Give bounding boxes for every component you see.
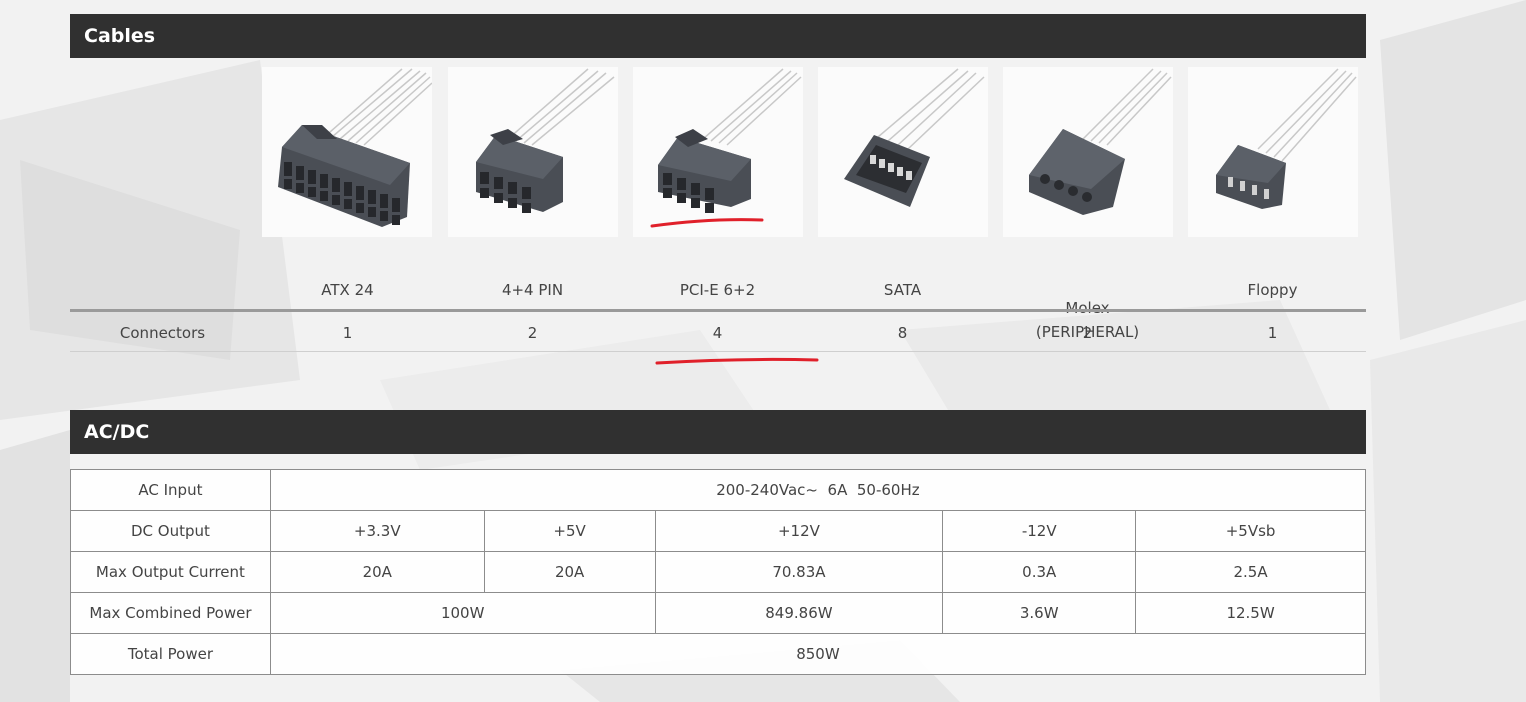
count-pcie: 4 xyxy=(712,324,723,342)
eps-4plus4-connector-icon xyxy=(448,67,618,237)
acdc-spec-table: AC Input 200-240Vac~ 6A 50-60Hz DC Outpu… xyxy=(70,469,1367,675)
count-floppy: 1 xyxy=(1267,324,1278,342)
ac-input-value: 200-240Vac~ 6A 50-60Hz xyxy=(269,469,1367,511)
count-sata: 8 xyxy=(897,324,908,342)
cable-label-floppy: Floppy xyxy=(1247,281,1298,299)
max-current-3v3: 20A xyxy=(269,551,485,593)
atx24-connector-icon xyxy=(262,67,432,237)
dc-output-12v: +12V xyxy=(654,510,944,552)
max-current-5v: 20A xyxy=(483,551,656,593)
max-current-label: Max Output Current xyxy=(70,551,271,593)
sata-connector-icon xyxy=(818,67,988,237)
table-row: Max Combined Power 100W 849.86W 3.6W 12.… xyxy=(70,592,1366,634)
count-4plus4: 2 xyxy=(527,324,538,342)
pcie-6plus2-connector-icon xyxy=(633,67,803,237)
max-combined-minus12v: 3.6W xyxy=(942,592,1137,634)
cables-area: ATX 24 4+4 PIN PCI-E 6+2 SATA Molex(PERI… xyxy=(70,58,1366,394)
cable-label-molex: Molex(PERIPHERAL) xyxy=(1035,299,1140,341)
max-current-5vsb: 2.5A xyxy=(1135,551,1366,593)
count-molex: 2 xyxy=(1082,324,1093,342)
table-row: Total Power 850W xyxy=(70,633,1367,675)
dc-output-label: DC Output xyxy=(70,510,271,552)
cable-label-sata: SATA xyxy=(883,281,922,299)
max-current-minus12v: 0.3A xyxy=(942,551,1137,593)
specs-container: Cables xyxy=(70,14,1367,675)
dc-output-5v: +5V xyxy=(483,510,656,552)
count-atx24: 1 xyxy=(342,324,353,342)
acdc-section-header: AC/DC xyxy=(70,410,1366,454)
max-combined-12v: 849.86W xyxy=(654,592,944,634)
cable-label-4plus4: 4+4 PIN xyxy=(501,281,564,299)
dc-output-minus12v: -12V xyxy=(942,510,1137,552)
cable-label-pcie: PCI-E 6+2 xyxy=(679,281,756,299)
table-row: Max Output Current 20A 20A 70.83A 0.3A 2… xyxy=(70,551,1366,593)
dc-output-5vsb: +5Vsb xyxy=(1135,510,1366,552)
floppy-connector-icon xyxy=(1188,67,1358,237)
cables-section-header: Cables xyxy=(70,14,1366,58)
total-power-label: Total Power xyxy=(70,633,271,675)
connectors-row-label: Connectors xyxy=(119,324,206,342)
ac-input-label: AC Input xyxy=(70,469,271,511)
max-combined-5vsb: 12.5W xyxy=(1135,592,1366,634)
dc-output-3v3: +3.3V xyxy=(269,510,485,552)
table-row: AC Input 200-240Vac~ 6A 50-60Hz xyxy=(70,469,1367,511)
cable-label-atx24: ATX 24 xyxy=(321,281,374,299)
molex-connector-icon xyxy=(1003,67,1173,237)
max-combined-3v3-5v: 100W xyxy=(269,592,656,634)
table-bottom-border xyxy=(70,351,1366,352)
table-divider xyxy=(70,309,1366,312)
max-combined-label: Max Combined Power xyxy=(70,592,271,634)
max-current-12v: 70.83A xyxy=(654,551,944,593)
total-power-value: 850W xyxy=(269,633,1367,675)
table-row: DC Output +3.3V +5V +12V -12V +5Vsb xyxy=(70,510,1366,552)
